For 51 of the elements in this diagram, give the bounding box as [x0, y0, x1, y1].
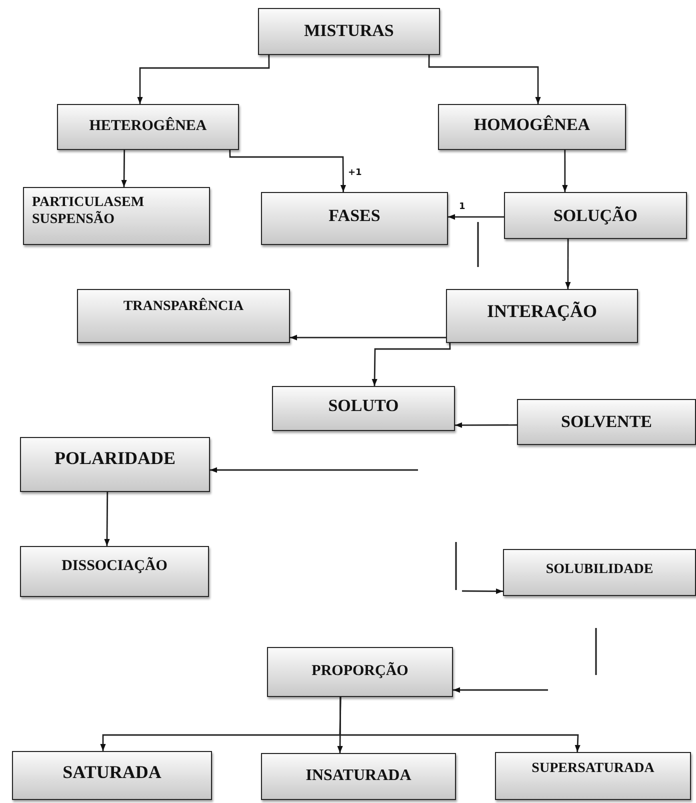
concept-box [261, 753, 456, 800]
concept-label: FASES [328, 206, 382, 226]
arrow [137, 55, 270, 104]
concept-box [77, 289, 290, 343]
arrow [462, 588, 503, 594]
concept-label: SOLUBILIDADE [544, 562, 654, 579]
concept-box [261, 192, 448, 245]
arrow [448, 214, 504, 220]
arrow [453, 687, 548, 693]
concept-box [258, 8, 440, 55]
concept-box [446, 289, 638, 343]
concept-label: SOLVENTE [560, 412, 654, 432]
concept-box [504, 192, 687, 239]
arrow [455, 422, 517, 428]
concept-label: PARTICULASEM SUSPENSÃO [32, 195, 146, 229]
concept-box [20, 437, 210, 492]
arrow [121, 150, 127, 187]
concept-label: SATURADA [62, 762, 162, 784]
arrow [104, 492, 110, 546]
edge-label: 1 [459, 202, 466, 212]
concept-box [517, 399, 696, 445]
edge-label: +1 [348, 168, 362, 178]
arrow [339, 697, 580, 752]
concept-box [272, 386, 455, 431]
concept-label: POLARIDADE [53, 448, 176, 470]
concept-label: TRANSPARÊNCIA [122, 299, 245, 316]
arrow [562, 150, 568, 192]
arrow [290, 334, 446, 340]
concept-box [503, 549, 696, 596]
concept-box [12, 751, 212, 800]
concept-label: MISTURAS [303, 21, 395, 42]
arrow [565, 239, 571, 289]
concept-label: SOLUÇÃO [552, 206, 639, 226]
arrow [229, 150, 346, 192]
concept-label: SUPERSATURADA [530, 761, 656, 778]
arrow [428, 55, 541, 104]
concept-box [438, 104, 626, 150]
concept-label: DISSOCIAÇÃO [60, 557, 168, 575]
concept-label: INSATURADA [304, 766, 412, 786]
concept-label: INTERAÇÃO [486, 301, 598, 323]
concept-box [23, 187, 210, 245]
concept-box [267, 647, 453, 697]
concept-label: PROPORÇÃO [310, 662, 410, 680]
concept-label: SOLUTO [327, 396, 400, 416]
concept-box [57, 104, 239, 150]
concept-box [20, 546, 209, 597]
concept-label: HETEROGÊNEA [88, 117, 208, 135]
arrow [210, 467, 418, 473]
concept-label: HOMOGÊNEA [472, 115, 592, 136]
concept-box [495, 752, 691, 800]
arrow [372, 342, 451, 386]
